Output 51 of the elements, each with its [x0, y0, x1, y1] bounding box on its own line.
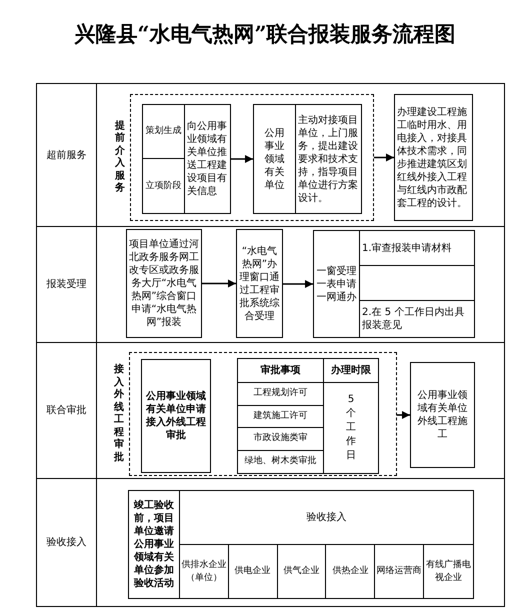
process-box: 公用事业领域有关单位申请接入外线工程审批 [141, 359, 211, 473]
row-header-cell: 联合审批 [37, 343, 97, 478]
group-heading: 提前介入服务 [114, 120, 126, 195]
arrow [231, 155, 253, 163]
arrow [397, 411, 410, 419]
process-box [142, 104, 231, 214]
header-cell: 验收接入 [180, 491, 473, 545]
header-cell: 办理时限 [324, 359, 378, 383]
stage-cell: 策划生成 [143, 105, 185, 159]
arrow [283, 280, 313, 288]
description-cell-text: 向公用事业领域有关单位推送工程建设项目有关信息 [186, 120, 228, 199]
service-phrase: 一窗受理 [316, 264, 356, 278]
group-heading: 接入外线工程审批 [113, 364, 125, 464]
row-header-cell: 验收接入 [37, 479, 97, 606]
table-cell: 供电企业 [228, 545, 278, 598]
process-box: 办理建设工程施工临时用水、用电接入，对接具体技术需求，同步推进建筑区划红线外接入工程与红线内市政配套工程的设计。 [394, 94, 473, 221]
table-cell: 工程规划许可 [238, 383, 324, 406]
table-cell: 供热企业 [326, 545, 376, 598]
table-cell: 供气企业 [278, 545, 326, 598]
table-cell: 供排水企业（单位） [180, 545, 229, 598]
row-header-cell: 超前服务 [37, 84, 97, 226]
header-cell: 审批事项 [238, 359, 324, 383]
process-box: “水电气热网”办理窗口通过工程审批系统综合受理 [236, 229, 283, 338]
unit-cell: 公用事业领域有关单位 [254, 105, 296, 213]
service-phrase: 一表申请 [316, 278, 356, 290]
process-box [313, 230, 475, 338]
arrow [202, 280, 236, 288]
acceptance-table [128, 490, 474, 599]
table-row [36, 226, 505, 343]
table-cell: 建筑施工许可 [238, 406, 324, 428]
table-cell-text: 有线广播电视企业 [425, 558, 472, 584]
arrow [374, 154, 394, 162]
time-limit-cell-text: 5个工作日 [345, 393, 357, 463]
description-cell-text: 主动对接项目单位，上门服务，提出建设要求和技术支持，指导项目单位进行方案设计。 [297, 114, 359, 206]
service-phrase: 一网通办 [316, 290, 356, 304]
table-cell: 市政设施类审 [238, 428, 324, 450]
table-row [36, 342, 505, 479]
diagram-title: 兴隆县“水电气热网”联合报装服务流程图 [74, 20, 456, 48]
table-row [36, 83, 505, 227]
table-cell: 竣工验收前，项目单位邀请公用事业领域有关单位参加验收活动 [129, 491, 180, 598]
process-box: 公用事业领域有关单位外线工程施工 [410, 362, 475, 468]
step-cell: 1.审查报装申请材料 [360, 231, 474, 266]
process-box [253, 104, 362, 214]
step-cell: 2.在 5 个工作日内出具报装意见 [360, 300, 474, 337]
stage-cell: 立项阶段 [143, 159, 185, 213]
table-cell: 绿地、树木类审批 [238, 450, 324, 473]
table-cell: 网络运营商 [375, 545, 424, 598]
process-box: 项目单位通过河北政务服务网工改专区或政务服务大厅“水电气热网”综合窗口申请“水电气热网”报装 [126, 229, 202, 338]
approval-table [237, 358, 379, 474]
table-row [36, 478, 505, 607]
row-header-cell: 报装受理 [37, 227, 97, 342]
